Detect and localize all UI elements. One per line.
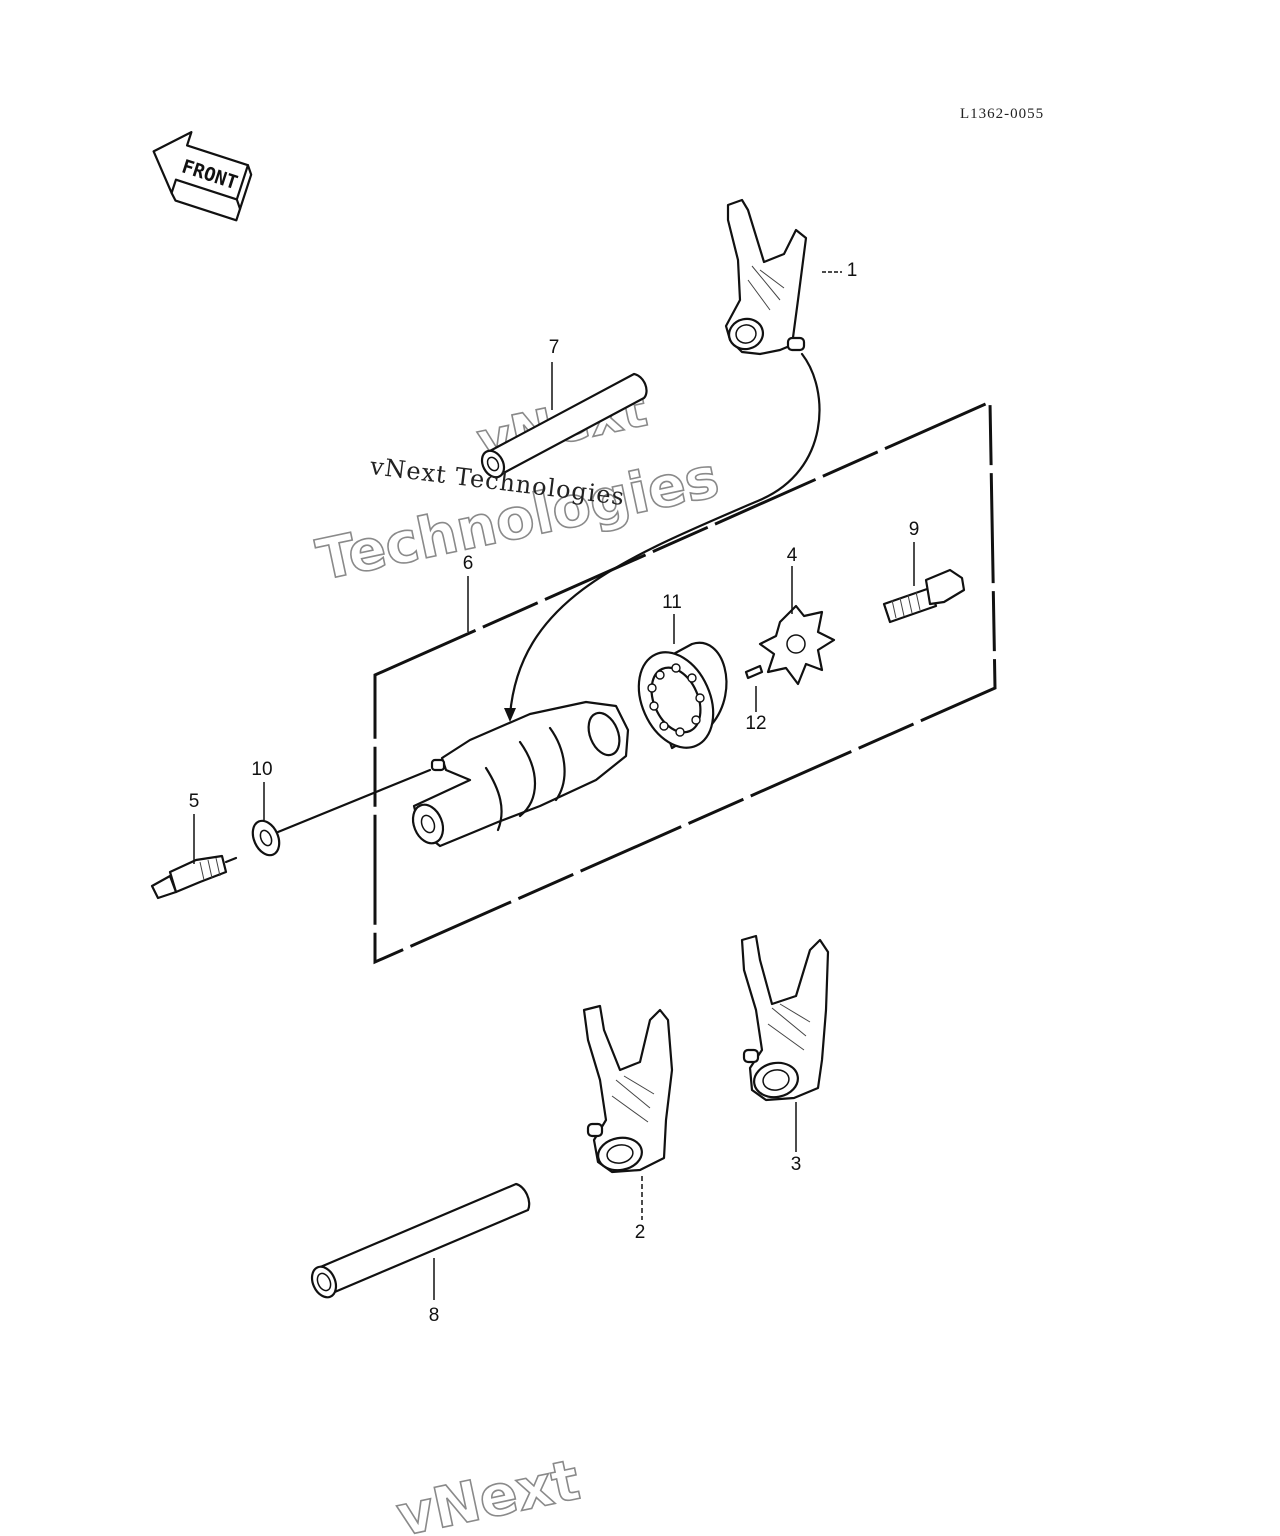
callout-10: 10 [251,759,273,780]
callout-8: 8 [428,1305,440,1326]
connector-line-2 [276,768,432,834]
callout-4: 4 [786,545,798,566]
part-1-shift-fork [724,198,808,356]
part-6-shift-drum [411,700,630,848]
part-11-bearing [637,641,728,750]
part-10-washer [251,819,281,857]
part-5-neutral-switch [150,854,238,900]
callout-2: 2 [634,1222,646,1243]
watermark-big: vNext Technologies vNext [311,378,726,1536]
callout-12: 12 [745,713,767,734]
part-12-pin [744,664,764,680]
front-arrow-icon: FRONT [152,131,253,222]
assembly-outline [373,399,997,965]
connector-arrow-icon [504,708,516,722]
part-7-rod [480,372,648,479]
callout-7: 7 [548,337,560,358]
part-2-shift-fork [582,1004,674,1174]
callout-1: 1 [846,260,858,281]
connector-line-1 [508,352,821,717]
part-4-cam-plate [758,604,836,686]
part-3-shift-fork [740,934,830,1102]
callout-5: 5 [188,791,200,812]
leader-lines [193,271,915,1300]
part-8-rod [310,1182,531,1299]
part-9-bolt [882,568,966,624]
watermark-bottom: vNext [391,1448,585,1536]
callout-9: 9 [908,519,920,540]
callout-11: 11 [662,592,682,613]
diagram-code: L1362-0055 [960,106,1045,122]
callout-6: 6 [462,553,474,574]
callout-3: 3 [790,1154,802,1175]
